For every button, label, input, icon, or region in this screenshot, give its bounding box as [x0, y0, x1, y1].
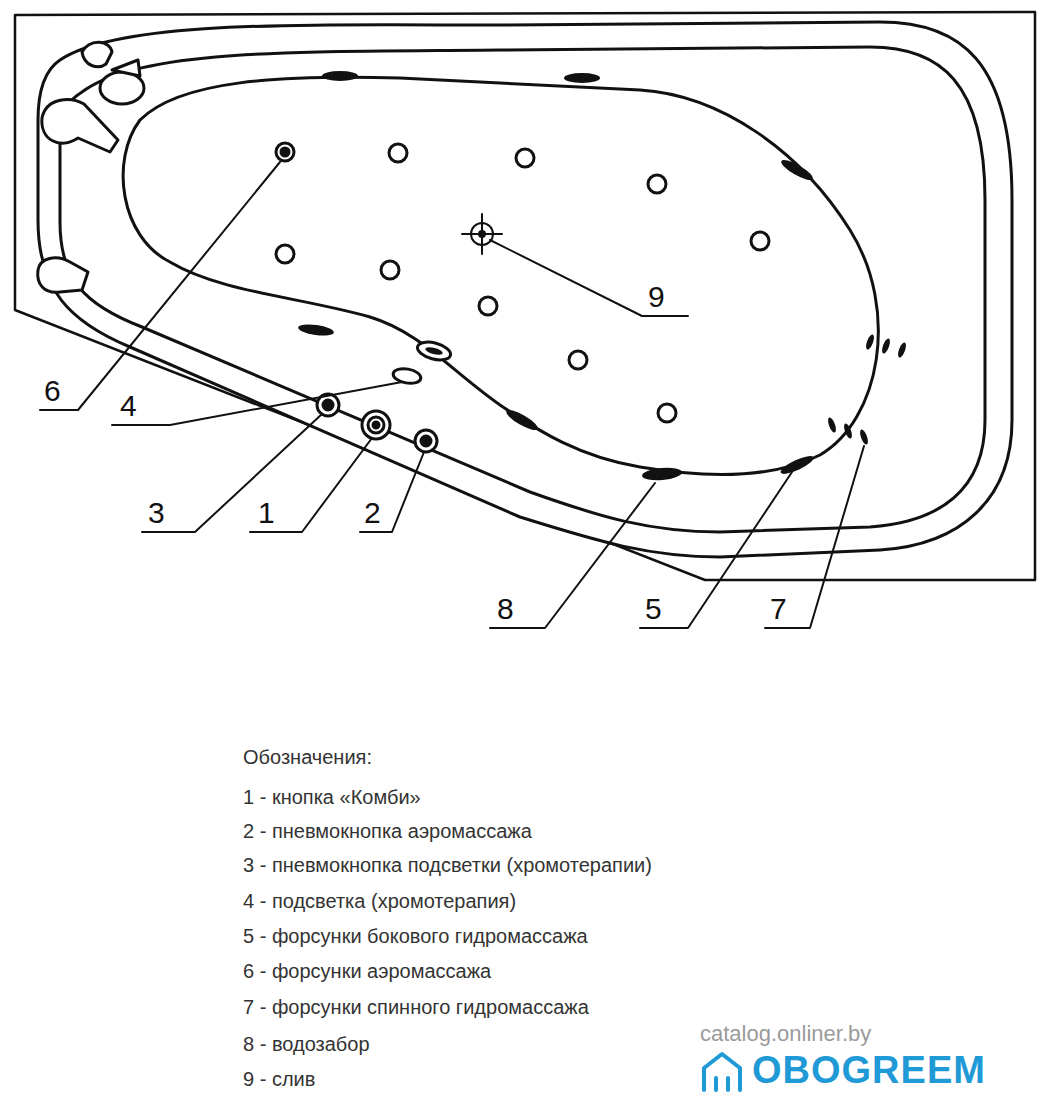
callout-number: 8 — [497, 592, 514, 625]
callout-number: 6 — [44, 374, 61, 407]
watermark: catalog.onliner.by — [700, 1022, 871, 1046]
legend-line: 4 - подсветка (хромотерапия) — [243, 890, 516, 912]
legend-heading: Обозначения: — [243, 746, 372, 768]
callout-number: 3 — [148, 496, 165, 529]
legend-line: 7 - форсунки спинного гидромассажа — [243, 996, 589, 1018]
callout-number: 7 — [770, 592, 787, 625]
legend-line: 3 - пневмокнопка подсветки (хромотерапии… — [243, 854, 652, 876]
watermark: OBOGREEM — [752, 1050, 986, 1092]
callout-number: 4 — [120, 389, 137, 422]
callout-number: 2 — [364, 496, 381, 529]
legend-line: 8 - водозабор — [243, 1033, 370, 1055]
legend-line: 6 - форсунки аэромассажа — [243, 960, 491, 982]
legend-line: 5 - форсунки бокового гидромассажа — [243, 925, 588, 947]
legend-line: 1 - кнопка «Комби» — [243, 786, 421, 808]
callout-number: 1 — [258, 496, 275, 529]
legend-line: 2 - пневмокнопка аэромассажа — [243, 820, 532, 842]
legend-line: 9 - слив — [243, 1068, 315, 1090]
callout-number: 5 — [645, 592, 662, 625]
callout-number: 9 — [648, 280, 665, 313]
